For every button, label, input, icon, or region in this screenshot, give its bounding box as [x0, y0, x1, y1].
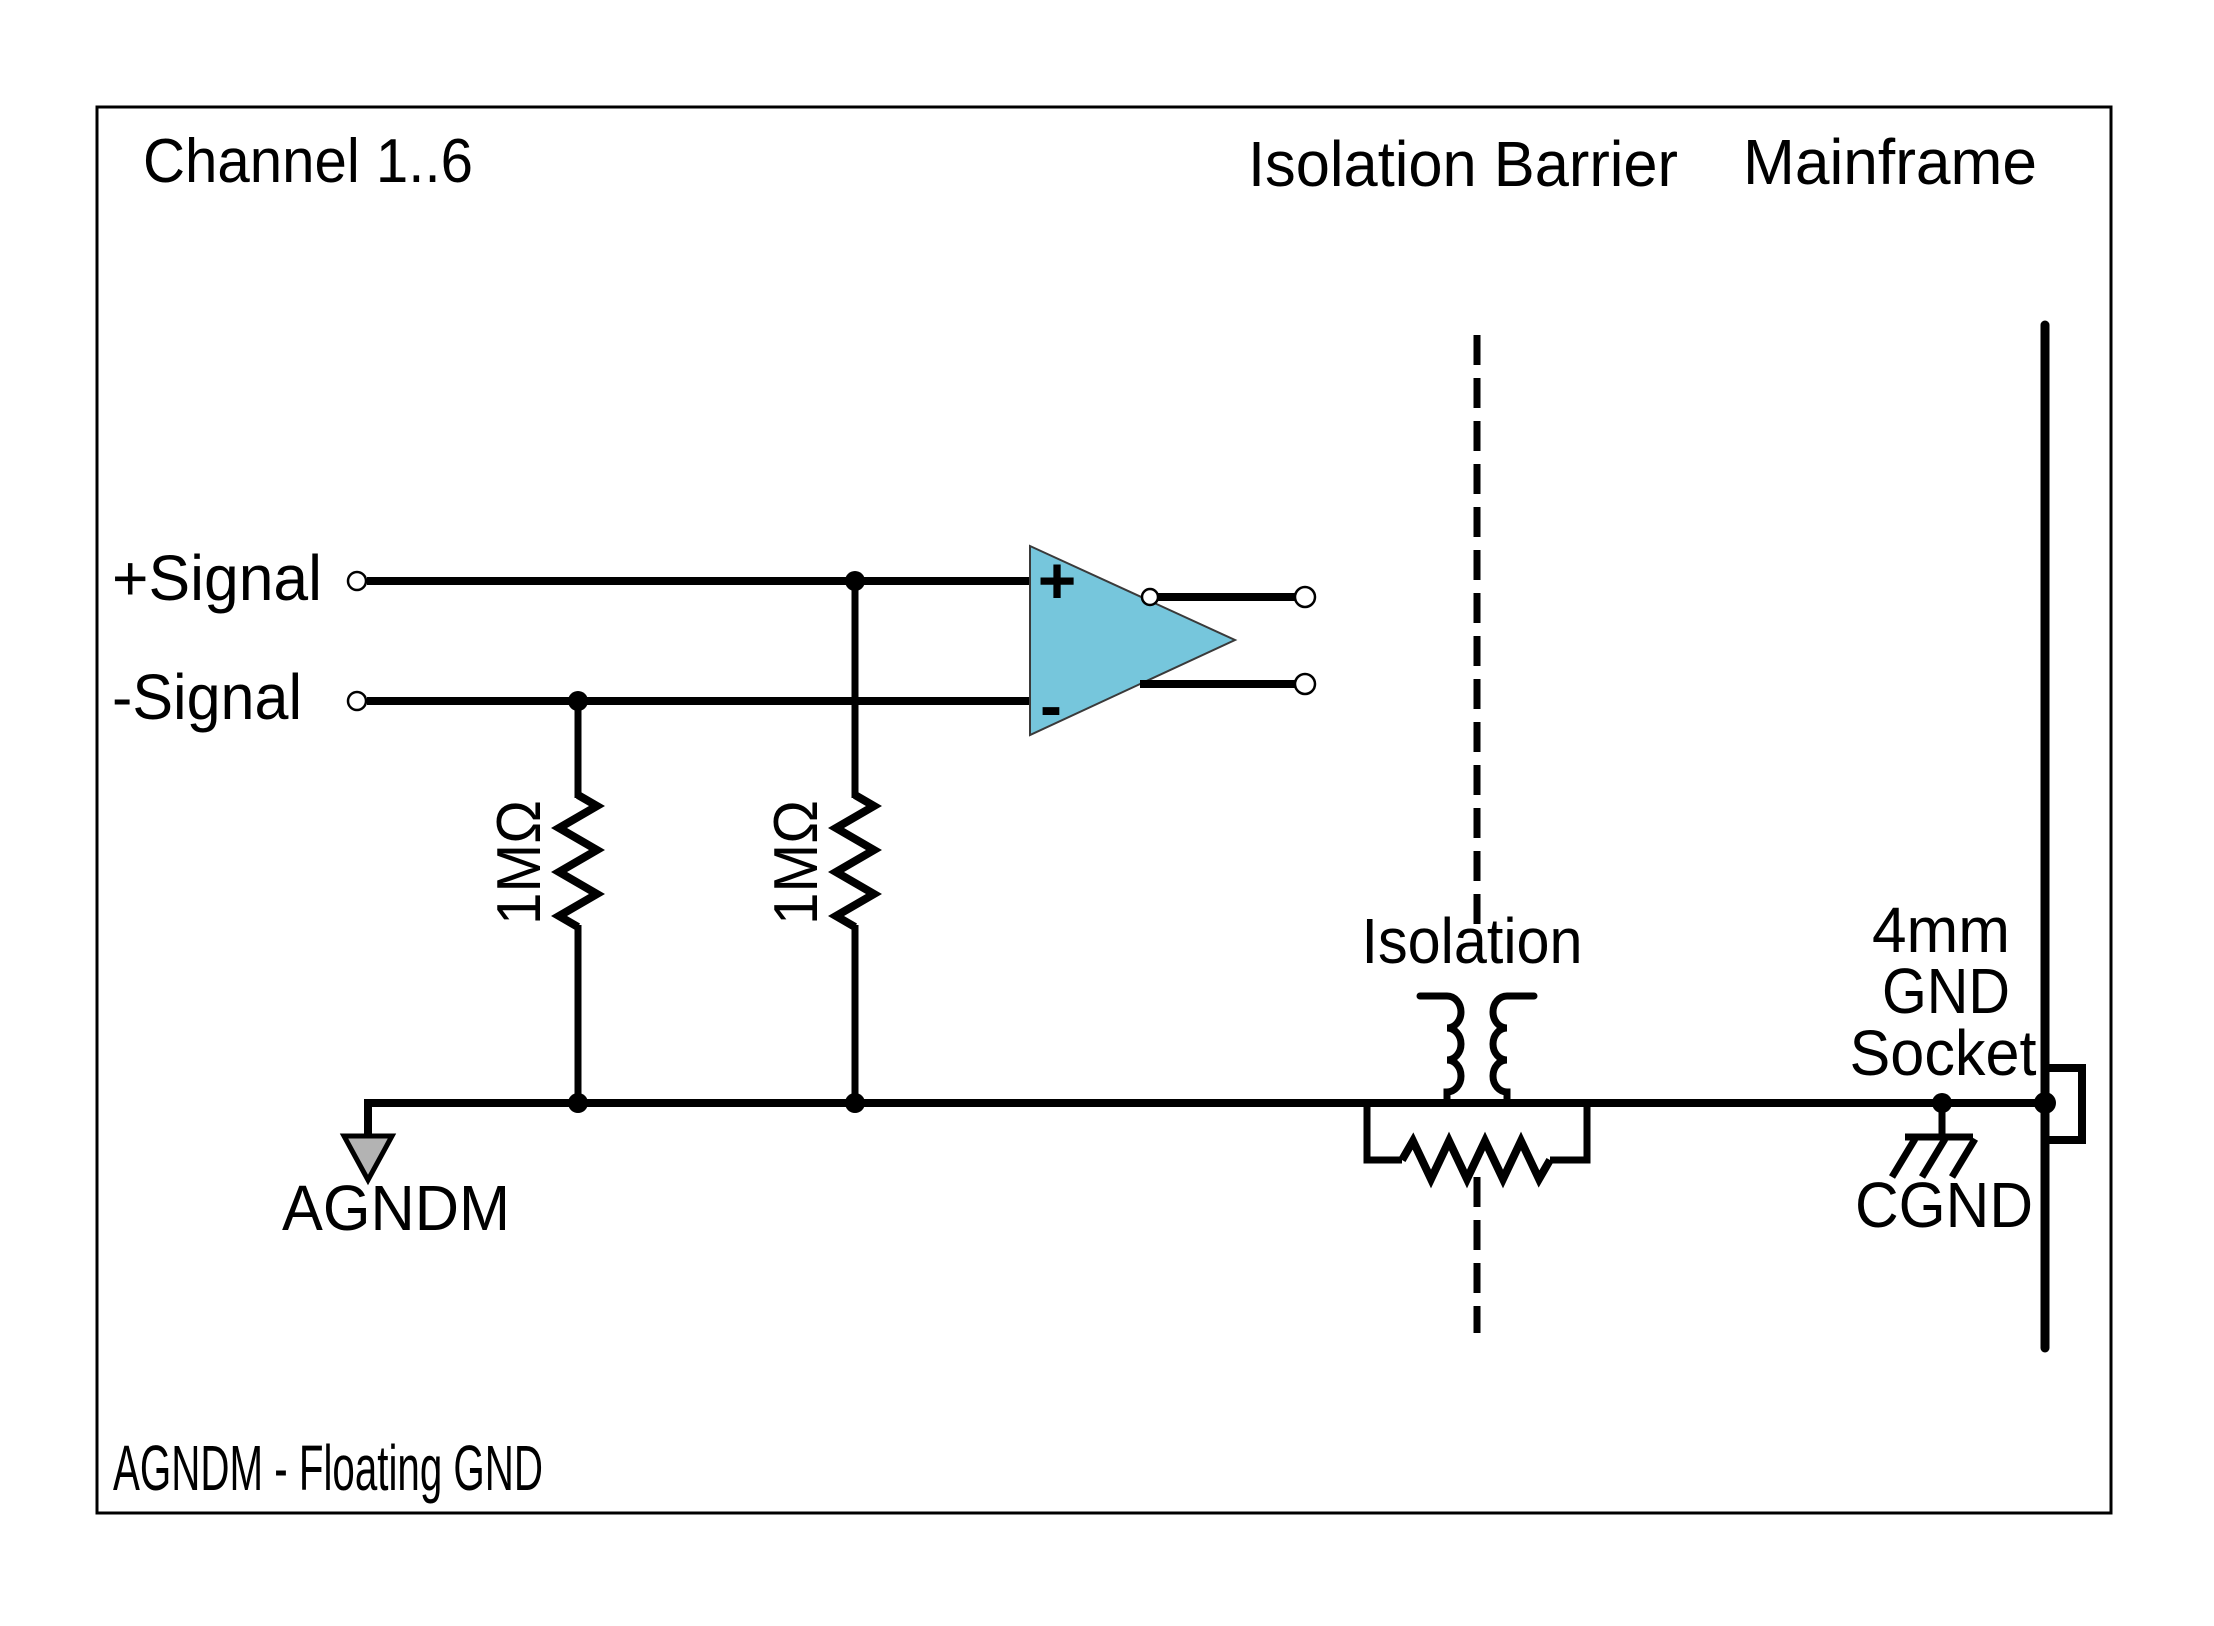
output-tap-bubble	[1140, 587, 1160, 607]
output-terminal	[1293, 585, 1317, 609]
opamp-icon: + -	[1029, 543, 1238, 742]
plus-signal-terminal	[346, 570, 368, 592]
channel-title: Channel 1..6	[143, 127, 473, 196]
minus-signal-label: -Signal	[112, 661, 302, 733]
socket-label-line1: 4mm	[1872, 894, 2010, 966]
resistor-r1-value: 1MΩ	[485, 800, 554, 925]
isolation-label: Isolation	[1362, 905, 1583, 977]
cgnd-label: CGND	[1855, 1169, 2033, 1241]
opamp-output-top	[1140, 585, 1317, 609]
isolation-shunt-resistor-icon	[1363, 1103, 1591, 1189]
isolation-barrier-title: Isolation Barrier	[1248, 128, 1678, 200]
junction-dot	[568, 1093, 588, 1113]
resistor-r1-icon	[551, 701, 605, 1103]
resistor-r2-icon	[828, 581, 882, 1103]
socket-label: 4mm GND Socket	[1850, 894, 2037, 1089]
resistor-r2-value: 1MΩ	[762, 800, 831, 925]
output-terminal	[1293, 672, 1317, 696]
socket-label-line3: Socket	[1850, 1017, 2037, 1089]
junction-dot	[568, 691, 588, 711]
minus-signal-terminal	[346, 690, 368, 712]
isolation-transformer-icon	[1416, 992, 1538, 1105]
agndm-label: AGNDM	[282, 1172, 510, 1244]
socket-bracket-icon	[2045, 1064, 2086, 1144]
ground-arrow-icon	[339, 1099, 397, 1186]
opamp-output-bottom	[1140, 672, 1317, 696]
opamp-plus-input-label: +	[1038, 543, 1077, 617]
opamp-minus-input-label: -	[1040, 668, 1062, 742]
junction-dot	[1932, 1093, 1952, 1113]
diagram-frame-border	[95, 105, 2113, 1515]
junction-dot	[2034, 1092, 2056, 1114]
chassis-ground-icon	[1889, 1103, 1978, 1179]
mainframe-title: Mainframe	[1743, 126, 2037, 198]
socket-label-line2: GND	[1882, 955, 2010, 1027]
junction-dot	[845, 1093, 865, 1113]
plus-signal-label: +Signal	[112, 542, 322, 614]
junction-dot	[845, 571, 865, 591]
footer-note: AGNDM - Floating GND	[113, 1432, 543, 1504]
